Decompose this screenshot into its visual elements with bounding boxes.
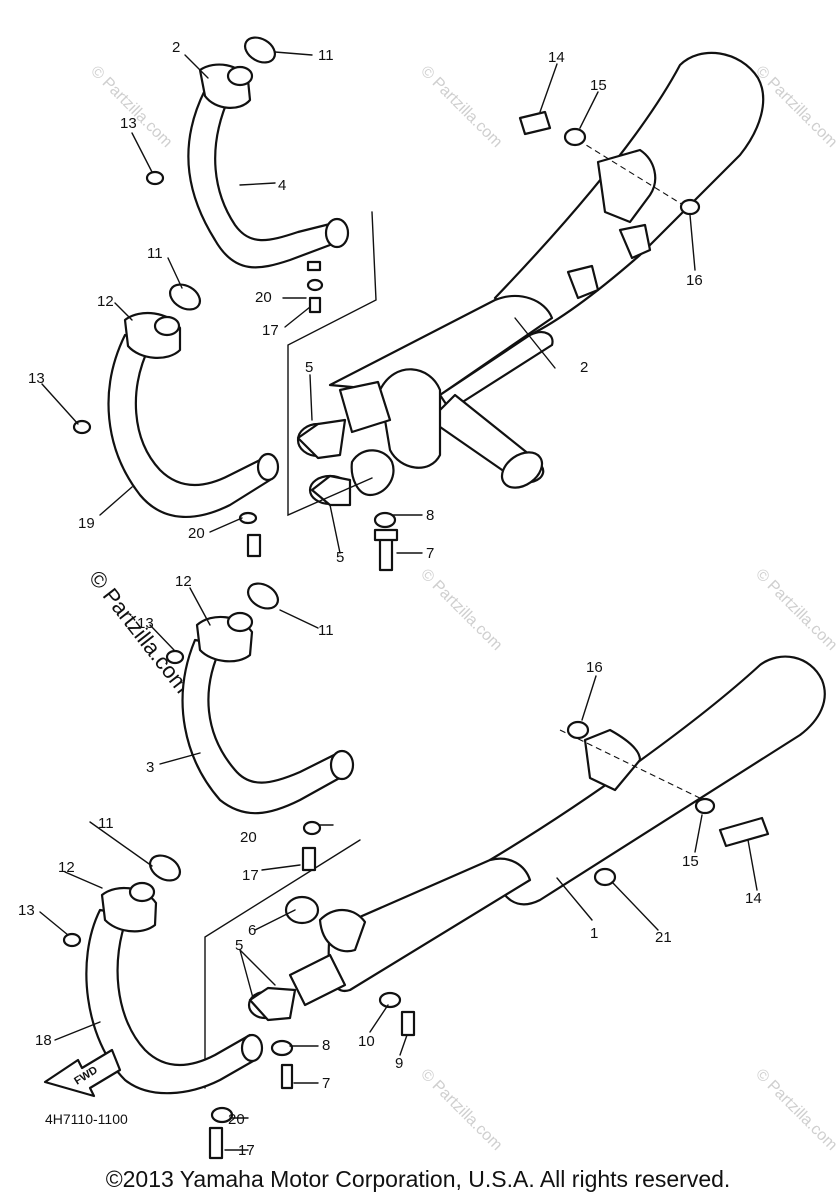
callout-12-lower-a: 12 [175,573,192,590]
callout-15-lower: 15 [682,853,699,870]
lower-joint-fittings [208,895,416,1160]
callout-14-lower: 14 [745,890,762,907]
callout-14-upper: 14 [548,49,565,66]
callout-5-upper-a: 5 [305,359,313,376]
callout-20-lower-a: 20 [240,829,257,846]
callout-13-upper-a: 13 [120,115,137,132]
callout-lines [39,51,758,1151]
upper-muffler [328,51,765,489]
exhaust-pipe-19 [72,283,280,558]
callout-6: 6 [248,922,256,939]
diagram-code: 4H7110-1100 [45,1111,128,1127]
watermarks: © Partzilla.com © Partzilla.com © Partzi… [84,63,836,1154]
callout-7-upper: 7 [426,545,434,562]
callout-17-lower-b: 17 [238,1142,255,1159]
callout-17-upper-a: 17 [262,322,279,339]
exhaust-pipe-3 [165,582,355,872]
callout-11-upper-a: 11 [318,47,334,64]
callout-11-lower-a: 11 [318,622,334,639]
callout-numbers: 2 11 13 4 11 20 17 12 13 19 20 5 5 8 7 2… [18,39,762,1159]
callout-5-lower: 5 [235,937,243,954]
callout-21: 21 [655,929,672,946]
callout-1: 1 [590,925,598,942]
watermark: © Partzilla.com [417,63,505,151]
callout-20-lower-b: 20 [228,1111,245,1128]
copyright-notice: ©2013 Yamaha Motor Corporation, U.S.A. A… [105,1166,731,1192]
callout-18: 18 [35,1032,52,1049]
watermark: © Partzilla.com [87,63,175,151]
upper-enclosure-line [287,211,377,517]
watermark: © Partzilla.com [752,1066,836,1154]
callout-19: 19 [78,515,95,532]
lower-enclosure-line [204,839,361,1089]
callout-8-upper: 8 [426,507,434,524]
callout-10: 10 [358,1033,375,1050]
upper-joint-fittings [296,380,399,572]
callout-2-muffler: 2 [580,359,588,376]
callout-12-lower-b: 12 [58,859,75,876]
callout-17-lower-a: 17 [242,867,259,884]
callout-20-upper-b: 20 [188,525,205,542]
callout-15-upper: 15 [590,77,607,94]
callout-9: 9 [395,1055,403,1072]
fwd-arrow: FWD [43,1048,122,1098]
callout-20-upper-a: 20 [255,289,272,306]
callout-12-upper: 12 [97,293,114,310]
callout-2-upper: 2 [172,39,180,56]
callout-13-upper-b: 13 [28,370,45,387]
watermark: © Partzilla.com [752,63,836,151]
callout-11-lower-b: 11 [98,815,114,832]
callout-4: 4 [278,177,286,194]
exhaust-pipe-4 [145,36,350,314]
watermark: © Partzilla.com [417,566,505,654]
watermark: © Partzilla.com [417,1066,505,1154]
callout-13-lower-a: 13 [137,615,154,632]
watermark: © Partzilla.com [752,566,836,654]
callout-11-upper-b: 11 [147,245,163,262]
exhaust-pipe-18 [62,854,264,1095]
callout-7-lower: 7 [322,1075,330,1092]
callout-13-lower-b: 13 [18,902,35,919]
callout-16-upper: 16 [686,272,703,289]
callout-8-lower: 8 [322,1037,330,1054]
callout-16-lower: 16 [586,659,603,676]
callout-3: 3 [146,759,154,776]
callout-5-upper-b: 5 [336,549,344,566]
